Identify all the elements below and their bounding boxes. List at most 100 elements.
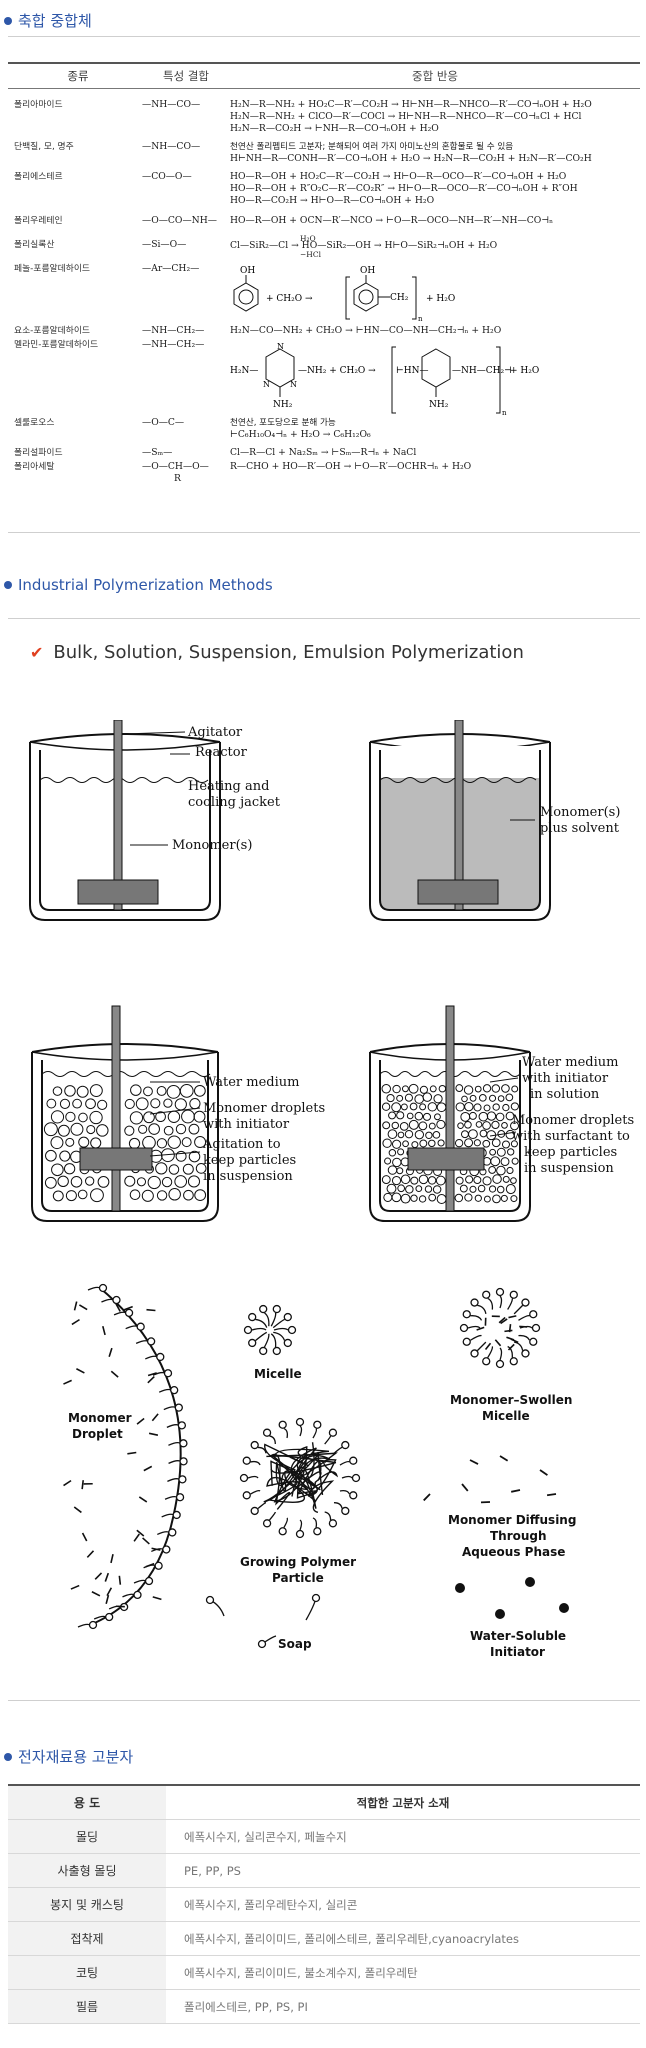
surfactant-head xyxy=(259,1304,268,1314)
bulk-solution-diagram: Agitator Reactor Heating and cooling jac… xyxy=(29,720,620,921)
droplet-circle xyxy=(414,1094,425,1104)
surfactant-tail xyxy=(283,1427,289,1439)
droplet-circle xyxy=(51,1163,64,1177)
surfactant-tail xyxy=(477,1304,487,1314)
row-bond: —Ar—CH₂— xyxy=(142,263,200,274)
droplet-circle xyxy=(454,1193,464,1203)
surfactant-head xyxy=(163,1369,173,1378)
surfactant-tail xyxy=(299,1519,303,1531)
diffusing-monomer xyxy=(423,1455,557,1504)
droplet-circle xyxy=(459,1184,468,1193)
droplet-circle xyxy=(501,1122,508,1129)
surfactant-head xyxy=(175,1493,185,1502)
droplet-circle xyxy=(188,1123,200,1135)
label-monomer-solvent: plus solvent xyxy=(540,821,620,836)
growing-particle xyxy=(239,1417,361,1539)
surfactant-tail xyxy=(166,1424,180,1428)
row-name: 셀룰로오스 xyxy=(14,418,55,428)
surfactant-head xyxy=(250,1506,259,1516)
surfactant-tail xyxy=(268,1511,276,1521)
surfactant-head xyxy=(250,1440,259,1450)
surfactant-head xyxy=(351,1473,361,1483)
surfactant-head xyxy=(133,1590,142,1600)
droplet-circle xyxy=(505,1111,515,1121)
monomer-molecule xyxy=(539,1469,548,1476)
droplet-circle xyxy=(194,1136,207,1149)
droplet-circle xyxy=(63,1163,76,1175)
surfactant-tail xyxy=(339,1489,351,1495)
droplet-circle xyxy=(396,1167,404,1175)
table-row: 셀룰로오스 —O—C— 천연산, 포도당으로 분해 가능⊢C₆H₁₀O₄⊣ₙ +… xyxy=(8,417,640,447)
reaction-line: H⊢NH—R—CONH—R′—CO⊣ₙOH + H₂O → H₂N—R—CO₂H… xyxy=(230,153,592,164)
row-bond-r: R xyxy=(174,473,181,484)
surfactant-tail xyxy=(470,1334,482,1341)
row-bond: —NH—CO— xyxy=(142,99,201,110)
reaction-line: ⊢C₆H₁₀O₄⊣ₙ + H₂O → C₆H₁₂O₆ xyxy=(230,429,371,440)
surfactant-head xyxy=(262,1519,272,1528)
table-row: 멜라민-포름알데하이드 —NH—CH₂— H₂N— N N N NH₂ —NH₂… xyxy=(8,339,640,417)
monomer-molecule xyxy=(500,1318,508,1325)
droplet-circle xyxy=(401,1085,409,1093)
droplet-circle xyxy=(384,1157,392,1165)
suspension-diagram: Water medium Monomer droplets with initi… xyxy=(31,1005,634,1222)
surfactant-head xyxy=(495,1359,505,1369)
surfactant-tail xyxy=(299,1425,303,1437)
droplet-circle xyxy=(386,1093,395,1103)
monomer-molecule xyxy=(102,1326,106,1336)
droplet-circle xyxy=(163,1098,173,1108)
droplet-circle xyxy=(65,1190,77,1202)
droplet-circle xyxy=(478,1094,487,1102)
surfactant-head xyxy=(88,1620,98,1630)
emulsion-mechanism-diagram: Monomer Droplet Micelle Monomer–Swollen … xyxy=(63,1283,576,1659)
row-name: 폴리아세탈 xyxy=(14,462,55,472)
surfactant-tail xyxy=(145,1355,158,1360)
droplet-circle xyxy=(510,1195,518,1203)
droplet-circle xyxy=(143,1111,155,1124)
droplet-circle xyxy=(156,1138,168,1149)
droplet-circle xyxy=(410,1176,419,1185)
label-micelle: Micelle xyxy=(254,1367,302,1381)
monomer-molecule xyxy=(91,1591,101,1597)
droplet-circle xyxy=(90,1188,104,1203)
droplet-circle xyxy=(383,1192,393,1202)
n-label: n xyxy=(418,315,423,323)
monomer-molecule xyxy=(127,1451,137,1455)
surfactant-head xyxy=(495,1287,505,1297)
droplet-circle xyxy=(492,1103,500,1111)
droplet-circle xyxy=(189,1098,201,1110)
surfactant-head xyxy=(462,1337,471,1346)
surfactant-head xyxy=(178,1475,187,1484)
n-label: n xyxy=(502,409,507,415)
swollen-micelle xyxy=(459,1287,541,1369)
droplet-circle xyxy=(387,1129,398,1139)
droplet-circle xyxy=(382,1138,392,1148)
surfactant-head xyxy=(328,1428,338,1437)
row-material: 에폭시수지, 실리콘수지, 페놀수지 xyxy=(184,1829,347,1844)
surfactant-head xyxy=(509,1357,518,1366)
label-monomer-droplet: Monomer xyxy=(68,1411,132,1425)
label-soap: Soap xyxy=(278,1637,312,1651)
droplet-circle xyxy=(425,1131,433,1139)
table-row: 폴리우레테인 —O—CO—NH— HO—R—OH + OCN—R′—NCO → … xyxy=(8,215,640,233)
surfactant-tail xyxy=(135,1340,149,1344)
surfactant-head xyxy=(174,1403,183,1412)
emulsion-reactor xyxy=(369,1005,531,1222)
label-droplets-surfactant: in suspension xyxy=(524,1161,614,1176)
monomer-molecule xyxy=(508,1324,512,1333)
monomer-molecule xyxy=(151,1547,161,1551)
droplet-circle xyxy=(473,1103,482,1112)
droplet-circle xyxy=(510,1102,519,1111)
droplet-circle xyxy=(505,1129,515,1140)
monomer-molecule xyxy=(63,1379,72,1385)
droplet-circle xyxy=(174,1175,188,1188)
droplet-circle xyxy=(474,1085,482,1093)
label-growing-particle: Particle xyxy=(272,1571,324,1585)
surfactant-head xyxy=(243,1325,253,1335)
monomer-molecule xyxy=(123,1305,133,1311)
surfactant-head xyxy=(272,1304,281,1314)
surfactant-head xyxy=(295,1417,305,1427)
surfactant-head xyxy=(239,1473,249,1483)
surfactant-head xyxy=(154,1561,163,1570)
droplet-circle xyxy=(72,1098,82,1109)
